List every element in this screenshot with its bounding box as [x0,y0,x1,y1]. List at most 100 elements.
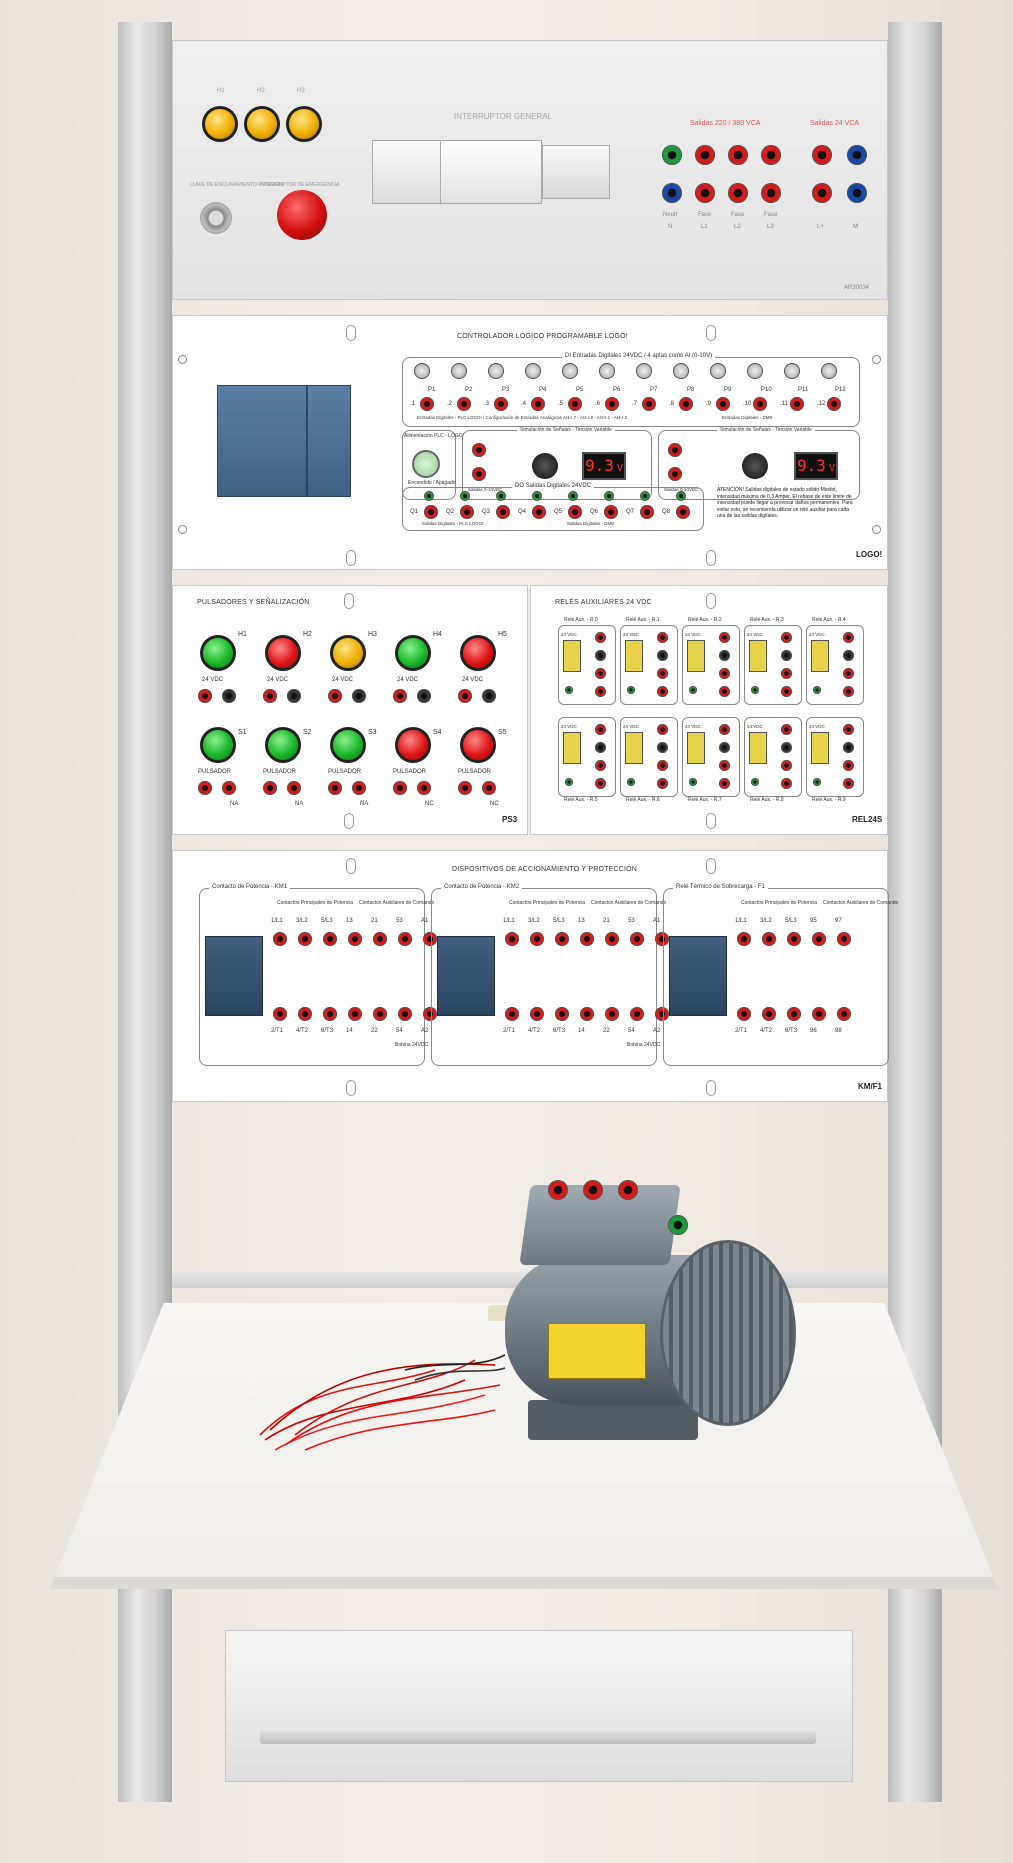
terminal-bottom-jack[interactable] [348,1007,362,1021]
sim-jack-2[interactable] [472,467,486,481]
relay-jack-1[interactable] [657,632,668,643]
terminal-top-jack[interactable] [298,932,312,946]
relay-jack-4[interactable] [657,686,668,697]
lamp-jack-neg-h3[interactable] [352,689,366,703]
jack-l2-bottom[interactable] [728,183,748,203]
pushbutton-s5[interactable] [460,727,496,763]
relay-jack-4[interactable] [657,778,668,789]
button-jack-b-s1[interactable] [222,781,236,795]
input-jack-2[interactable] [457,397,471,411]
terminal-top-jack[interactable] [555,932,569,946]
relay-jack-2[interactable] [719,650,730,661]
relay-jack-3[interactable] [657,668,668,679]
pushbutton-s3[interactable] [330,727,366,763]
output-jack-7[interactable] [640,505,654,519]
terminal-top-jack[interactable] [530,932,544,946]
jack-dc-plus-bottom[interactable] [812,183,832,203]
sim-jack-3[interactable] [668,443,682,457]
input-switch-5[interactable] [562,363,578,379]
output-jack-6[interactable] [604,505,618,519]
relay-jack-3[interactable] [843,668,854,679]
terminal-bottom-jack[interactable] [655,1007,669,1021]
terminal-bottom-jack[interactable] [580,1007,594,1021]
jack-l1-top[interactable] [695,145,715,165]
output-jack-3[interactable] [496,505,510,519]
lamp-jack-neg-h2[interactable] [287,689,301,703]
relay-jack-2[interactable] [719,742,730,753]
jack-l3-bottom[interactable] [761,183,781,203]
terminal-bottom-jack[interactable] [423,1007,437,1021]
jack-l3-top[interactable] [761,145,781,165]
pushbutton-s4[interactable] [395,727,431,763]
input-jack-9[interactable] [716,397,730,411]
motor-terminal-2[interactable] [583,1180,603,1200]
voltage-knob-2[interactable] [742,453,768,479]
lamp-jack-neg-h4[interactable] [417,689,431,703]
relay-jack-2[interactable] [843,742,854,753]
terminal-top-jack[interactable] [837,932,851,946]
input-switch-2[interactable] [451,363,467,379]
relay-jack-4[interactable] [595,686,606,697]
output-jack-2[interactable] [460,505,474,519]
terminal-bottom-jack[interactable] [555,1007,569,1021]
relay-jack-4[interactable] [719,686,730,697]
input-jack-11[interactable] [790,397,804,411]
terminal-bottom-jack[interactable] [630,1007,644,1021]
input-switch-6[interactable] [599,363,615,379]
relay-jack-3[interactable] [781,760,792,771]
terminal-top-jack[interactable] [323,932,337,946]
jack-n-bottom[interactable] [662,183,682,203]
input-jack-4[interactable] [531,397,545,411]
relay-jack-2[interactable] [781,650,792,661]
jack-dc-m-top[interactable] [847,145,867,165]
pushbutton-s2[interactable] [265,727,301,763]
button-jack-a-s5[interactable] [458,781,472,795]
relay-jack-1[interactable] [719,724,730,735]
input-jack-12[interactable] [827,397,841,411]
input-jack-7[interactable] [642,397,656,411]
terminal-top-jack[interactable] [348,932,362,946]
power-toggle-button[interactable] [412,450,440,478]
relay-jack-3[interactable] [595,760,606,771]
jack-l1-bottom[interactable] [695,183,715,203]
terminal-bottom-jack[interactable] [605,1007,619,1021]
relay-jack-1[interactable] [843,632,854,643]
button-jack-b-s4[interactable] [417,781,431,795]
pushbutton-s1[interactable] [200,727,236,763]
relay-jack-1[interactable] [657,724,668,735]
input-switch-9[interactable] [710,363,726,379]
drawer[interactable] [225,1630,853,1782]
terminal-bottom-jack[interactable] [373,1007,387,1021]
terminal-bottom-jack[interactable] [737,1007,751,1021]
relay-jack-2[interactable] [657,742,668,753]
terminal-top-jack[interactable] [655,932,669,946]
breaker-block[interactable] [440,140,542,204]
relay-jack-2[interactable] [595,650,606,661]
terminal-top-jack[interactable] [630,932,644,946]
key-switch[interactable] [200,202,232,234]
button-jack-a-s3[interactable] [328,781,342,795]
lamp-jack-h3[interactable] [328,689,342,703]
relay-jack-2[interactable] [781,742,792,753]
terminal-bottom-jack[interactable] [398,1007,412,1021]
input-switch-11[interactable] [784,363,800,379]
relay-jack-1[interactable] [843,724,854,735]
terminal-bottom-jack[interactable] [762,1007,776,1021]
terminal-bottom-jack[interactable] [787,1007,801,1021]
input-switch-8[interactable] [673,363,689,379]
terminal-top-jack[interactable] [580,932,594,946]
voltage-knob-1[interactable] [532,453,558,479]
input-switch-10[interactable] [747,363,763,379]
terminal-bottom-jack[interactable] [298,1007,312,1021]
lamp-jack-neg-h5[interactable] [482,689,496,703]
output-jack-8[interactable] [676,505,690,519]
terminal-top-jack[interactable] [423,932,437,946]
motor-terminal-1[interactable] [548,1180,568,1200]
input-switch-7[interactable] [636,363,652,379]
lamp-jack-neg-h1[interactable] [222,689,236,703]
button-jack-a-s1[interactable] [198,781,212,795]
output-jack-5[interactable] [568,505,582,519]
terminal-bottom-jack[interactable] [812,1007,826,1021]
jack-l2-top[interactable] [728,145,748,165]
motor-terminal-3[interactable] [618,1180,638,1200]
